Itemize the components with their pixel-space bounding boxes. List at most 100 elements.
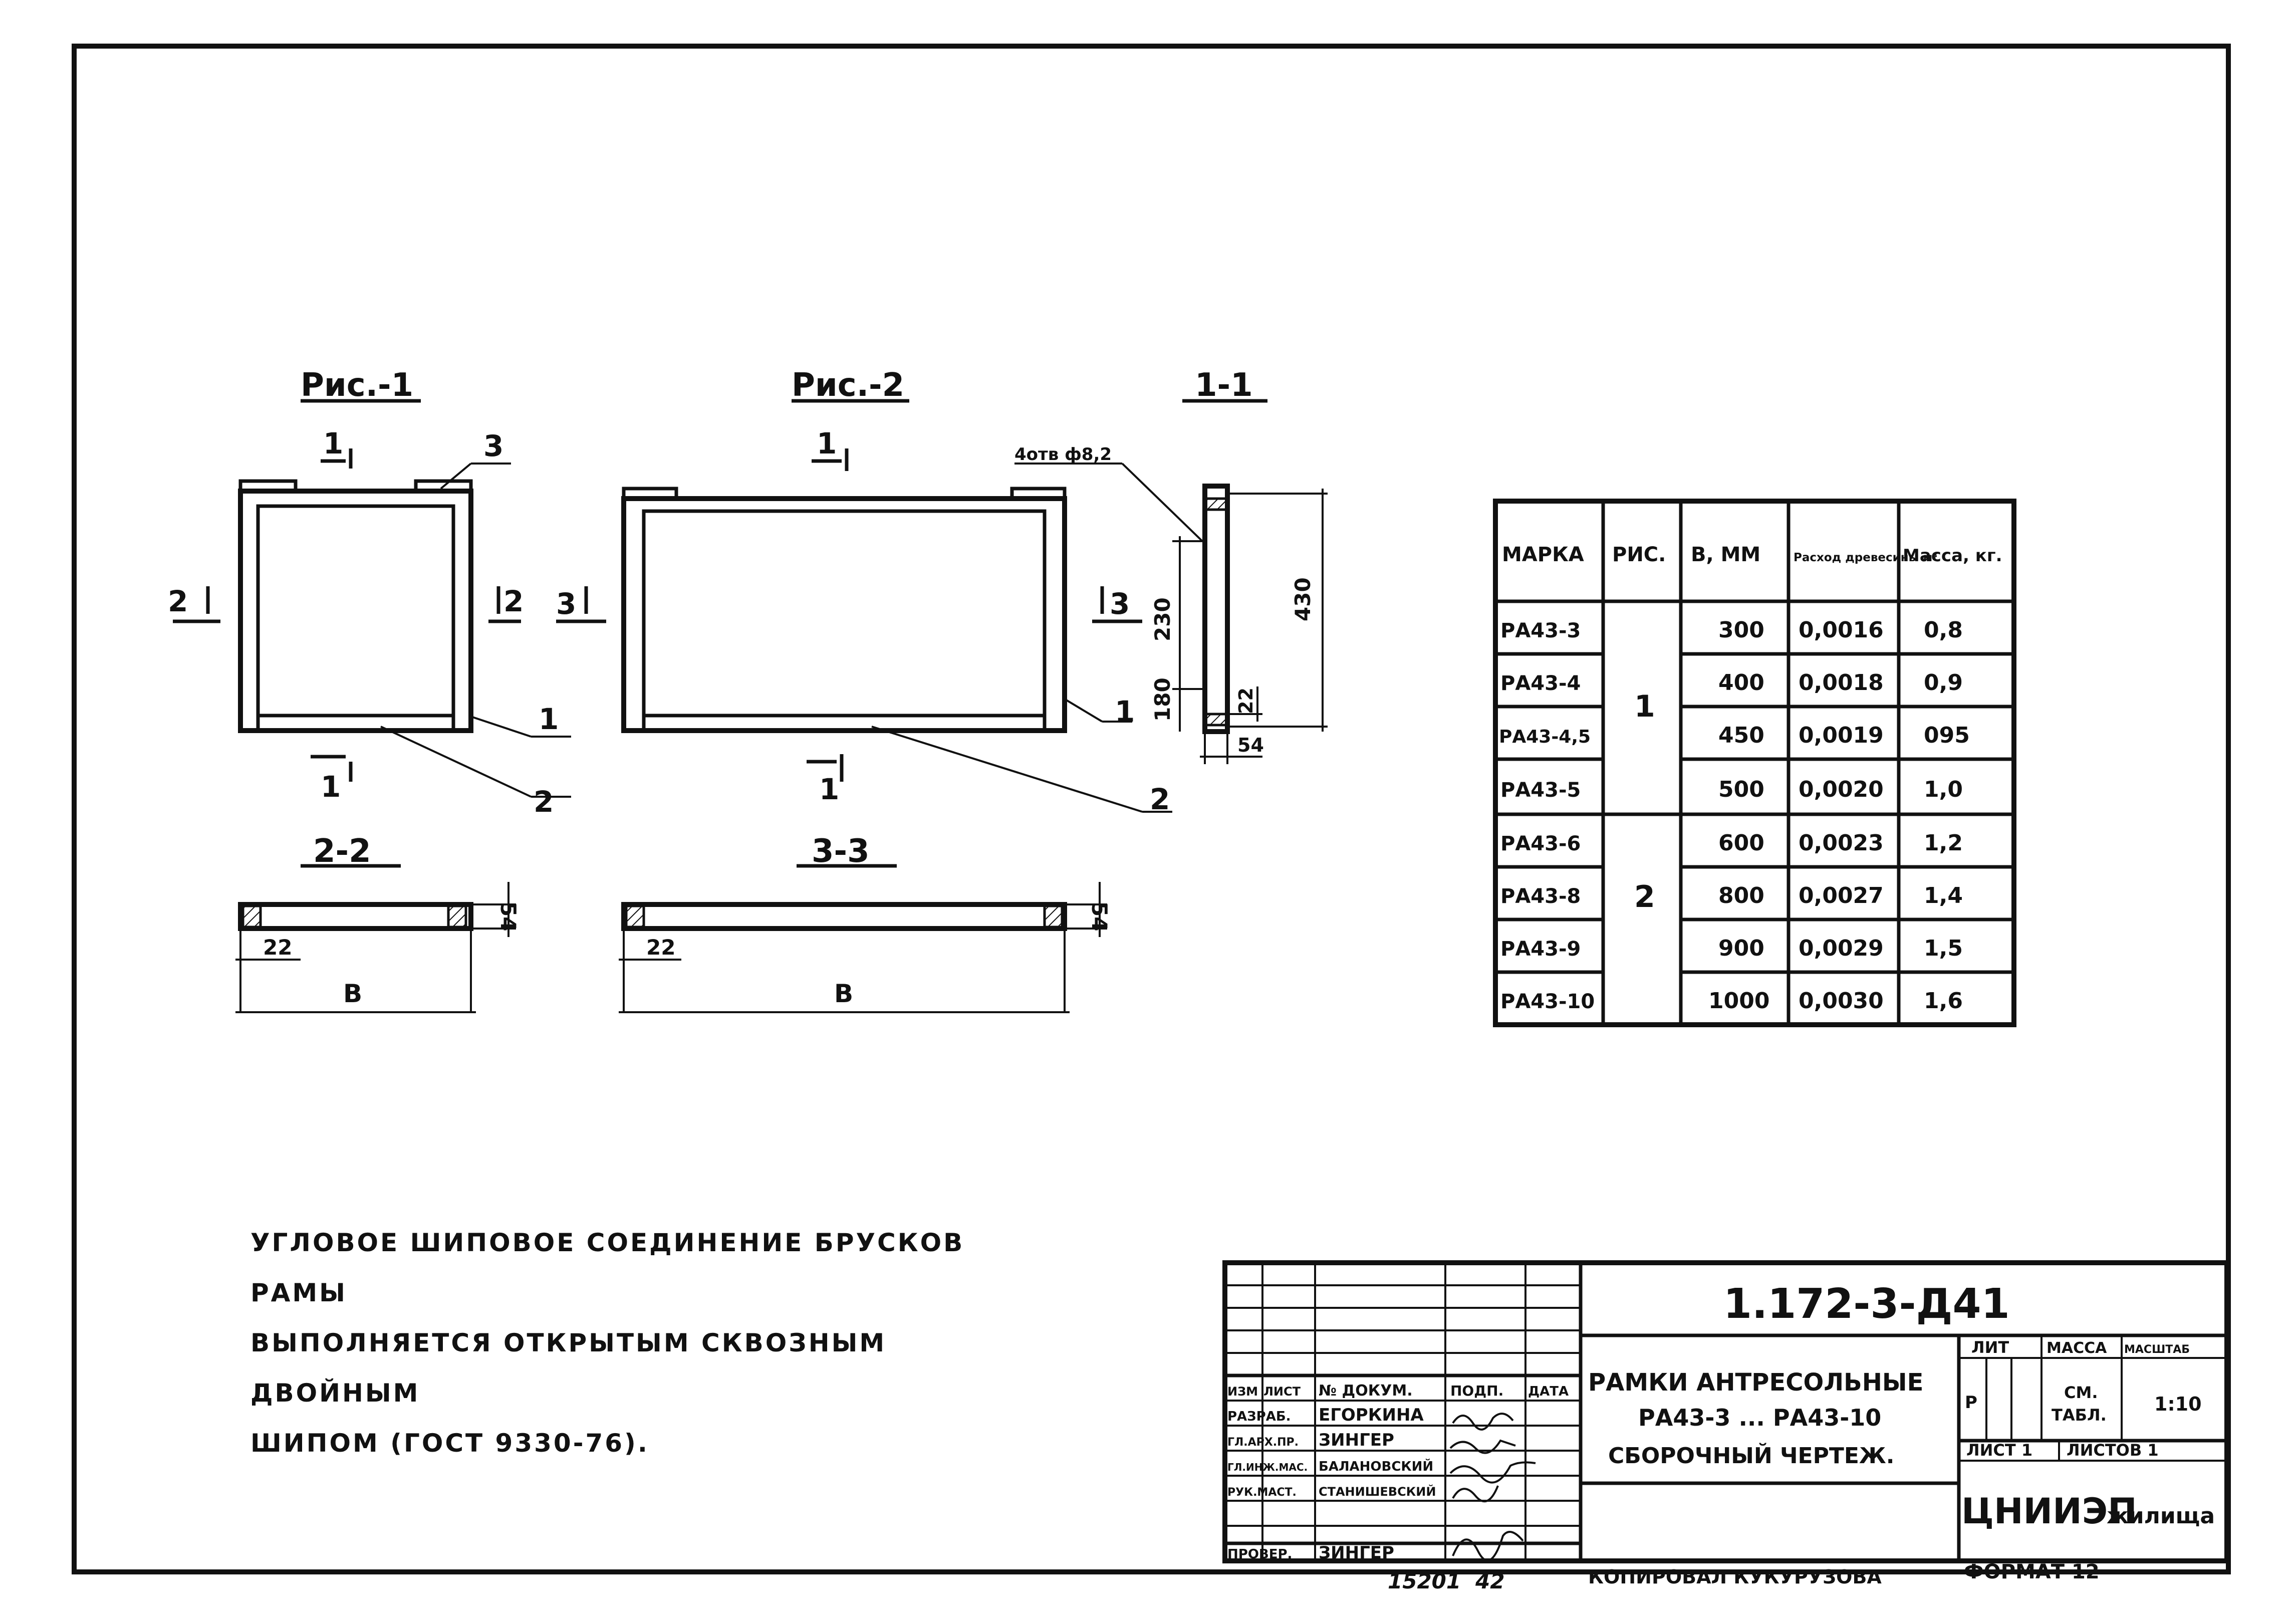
tb-mass-label: МАССА <box>2047 1339 2107 1357</box>
table-row: РА43-5 500 0,0020 1,0 <box>1500 777 1963 802</box>
table-header-b: В, ММ <box>1691 543 1760 566</box>
sheet-border <box>72 44 2231 1574</box>
sec11-title: 1-1 <box>1195 367 1253 404</box>
tb-name: СТАНИШЕВСКИЙ <box>1319 1484 1436 1499</box>
svg-text:800: 800 <box>1718 883 1764 908</box>
svg-text:300: 300 <box>1718 617 1764 643</box>
signature-5 <box>1452 1531 1524 1562</box>
sec11-dim-edge: 22 <box>1235 687 1257 714</box>
tb-org-suffix: жилища <box>2107 1503 2215 1529</box>
svg-text:0,8: 0,8 <box>1924 617 1963 643</box>
fig1-cut-left: 2 <box>168 584 188 618</box>
spec-table: МАРКА РИС. В, ММ Расход древесины м³ Мас… <box>1493 499 2016 1027</box>
svg-text:600: 600 <box>1718 830 1764 856</box>
svg-text:400: 400 <box>1718 670 1764 696</box>
svg-text:500: 500 <box>1718 777 1764 802</box>
tb-role: ГЛ.АРХ.ПР. <box>1227 1436 1299 1449</box>
footer-copied: КОПИРОВАЛ КУКУРУЗОВА <box>1588 1566 1882 1588</box>
note-line: ШИПОМ (ГОСТ 9330-76). <box>250 1429 649 1458</box>
tb-sheets: ЛИСТОВ 1 <box>2067 1441 2159 1460</box>
footer-inv2: 42 <box>1475 1569 1504 1593</box>
table-header-fig: РИС. <box>1612 543 1666 566</box>
tb-name: ЗИНГЕР <box>1319 1430 1394 1450</box>
tb-role: ГЛ.ИНЖ.МАС. <box>1227 1461 1308 1473</box>
svg-text:0,9: 0,9 <box>1924 670 1963 696</box>
table-row: РА43-6 600 0,0023 1,2 <box>1500 830 1963 856</box>
table-fig-group-2: 2 <box>1634 879 1655 914</box>
svg-text:0,0020: 0,0020 <box>1799 777 1884 802</box>
svg-text:РА43-4: РА43-4 <box>1500 672 1581 695</box>
doc-title-line-2: РА43-3 ... РА43-10 <box>1638 1404 1881 1431</box>
section-1-1: 1-1 4отв ф8,2 430 230 180 22 54 <box>1014 367 1328 764</box>
fig2-cut-top: 1 <box>817 426 837 461</box>
tb-name: БАЛАНОВСКИЙ <box>1319 1458 1433 1474</box>
tb-role: РАЗРАБ. <box>1227 1409 1291 1424</box>
tb-lit-label: ЛИТ <box>1971 1338 2009 1357</box>
fig2-title: Рис.-2 <box>792 367 904 404</box>
sec22-title: 2-2 <box>313 833 371 870</box>
sec33-title: 3-3 <box>812 833 870 870</box>
svg-text:РА43-9: РА43-9 <box>1500 938 1581 961</box>
sec33-dim-22: 22 <box>646 935 675 960</box>
sec11-dim-width: 54 <box>1237 734 1264 756</box>
signature-3 <box>1449 1461 1536 1484</box>
signature-1 <box>1452 1413 1514 1431</box>
assembly-note: УГЛОВОЕ ШИПОВОЕ СОЕДИНЕНИЕ БРУСКОВ РАМЫ … <box>250 1218 1052 1468</box>
sec22-dim-22: 22 <box>263 935 292 960</box>
tb-role: РУК.МАСТ. <box>1227 1486 1297 1499</box>
fig1-cut-bottom: 1 <box>321 770 341 804</box>
tb-col-doc: № ДОКУМ. <box>1319 1382 1413 1400</box>
svg-text:РА43-10: РА43-10 <box>1500 990 1595 1013</box>
fig1-cut-right: 2 <box>503 584 524 618</box>
tb-col-izm: ИЗМ <box>1227 1385 1258 1399</box>
svg-text:1,6: 1,6 <box>1924 988 1963 1014</box>
svg-text:095: 095 <box>1924 723 1970 748</box>
footer-format: ФОРМАТ 12 <box>1964 1560 2100 1583</box>
svg-text:0,0027: 0,0027 <box>1799 883 1884 908</box>
title-block: ИЗМ ЛИСТ № ДОКУМ. ПОДП. ДАТА РАЗРАБ. ЕГО… <box>1222 1260 2229 1563</box>
fig1-pos-1: 1 <box>539 702 559 736</box>
fig2-cut-bottom: 1 <box>819 772 839 806</box>
svg-text:900: 900 <box>1718 936 1764 961</box>
tb-name: ЕГОРКИНА <box>1319 1405 1424 1425</box>
fig1-pos-2: 2 <box>534 785 554 819</box>
fig2-pos-2: 2 <box>1150 782 1170 816</box>
svg-text:1,4: 1,4 <box>1924 883 1963 908</box>
svg-text:0,0030: 0,0030 <box>1799 988 1884 1014</box>
svg-text:1000: 1000 <box>1708 988 1769 1014</box>
section-2-2: 2-2 54 22 В <box>235 833 521 1013</box>
note-line: ВЫПОЛНЯЕТСЯ ОТКРЫТЫМ СКВОЗНЫМ ДВОЙНЫМ <box>250 1328 887 1408</box>
svg-text:1,0: 1,0 <box>1924 777 1963 802</box>
note-line: УГЛОВОЕ ШИПОВОЕ СОЕДИНЕНИЕ БРУСКОВ РАМЫ <box>250 1228 965 1307</box>
fig1-title: Рис.-1 <box>301 367 413 404</box>
tb-col-date: ДАТА <box>1528 1384 1569 1399</box>
svg-text:0,0023: 0,0023 <box>1799 830 1884 856</box>
doc-number: 1.172-3-Д41 <box>1723 1280 2010 1328</box>
doc-title-line-1: РАМКИ АНТРЕСОЛЬНЫЕ <box>1588 1368 1923 1397</box>
svg-text:1,5: 1,5 <box>1924 936 1963 961</box>
signature-2 <box>1449 1439 1516 1454</box>
tb-scale-value: 1:10 <box>2154 1393 2202 1415</box>
table-row: РА43-10 1000 0,0030 1,6 <box>1500 988 1963 1014</box>
svg-text:450: 450 <box>1718 723 1764 748</box>
svg-text:РА43-8: РА43-8 <box>1500 885 1581 908</box>
tb-lit-value: Р <box>1965 1393 1977 1413</box>
svg-text:РА43-6: РА43-6 <box>1500 832 1581 855</box>
footer-inv: 15201 <box>1388 1569 1461 1593</box>
table-header-mass: Масса, кг. <box>1903 546 2002 566</box>
table-fig-group-1: 1 <box>1634 689 1655 724</box>
sec11-dim-total: 430 <box>1291 577 1315 621</box>
table-header-mark: МАРКА <box>1502 543 1584 566</box>
sec33-dim-height: 54 <box>1087 902 1112 931</box>
sec33-dim-b: В <box>834 979 853 1008</box>
svg-text:РА43-4,5: РА43-4,5 <box>1499 727 1591 747</box>
svg-text:0,0018: 0,0018 <box>1799 670 1884 696</box>
figure-2: Рис.-2 1 1 3 3 1 2 <box>556 367 1172 816</box>
signature-4 <box>1452 1485 1499 1503</box>
sec11-dim-lower: 180 <box>1150 677 1175 722</box>
table-row: РА43-3 300 0,0016 0,8 <box>1500 617 1963 643</box>
sec22-dim-height: 54 <box>496 902 521 931</box>
table-row: РА43-9 900 0,0029 1,5 <box>1500 936 1963 961</box>
svg-text:0,0019: 0,0019 <box>1799 723 1884 748</box>
